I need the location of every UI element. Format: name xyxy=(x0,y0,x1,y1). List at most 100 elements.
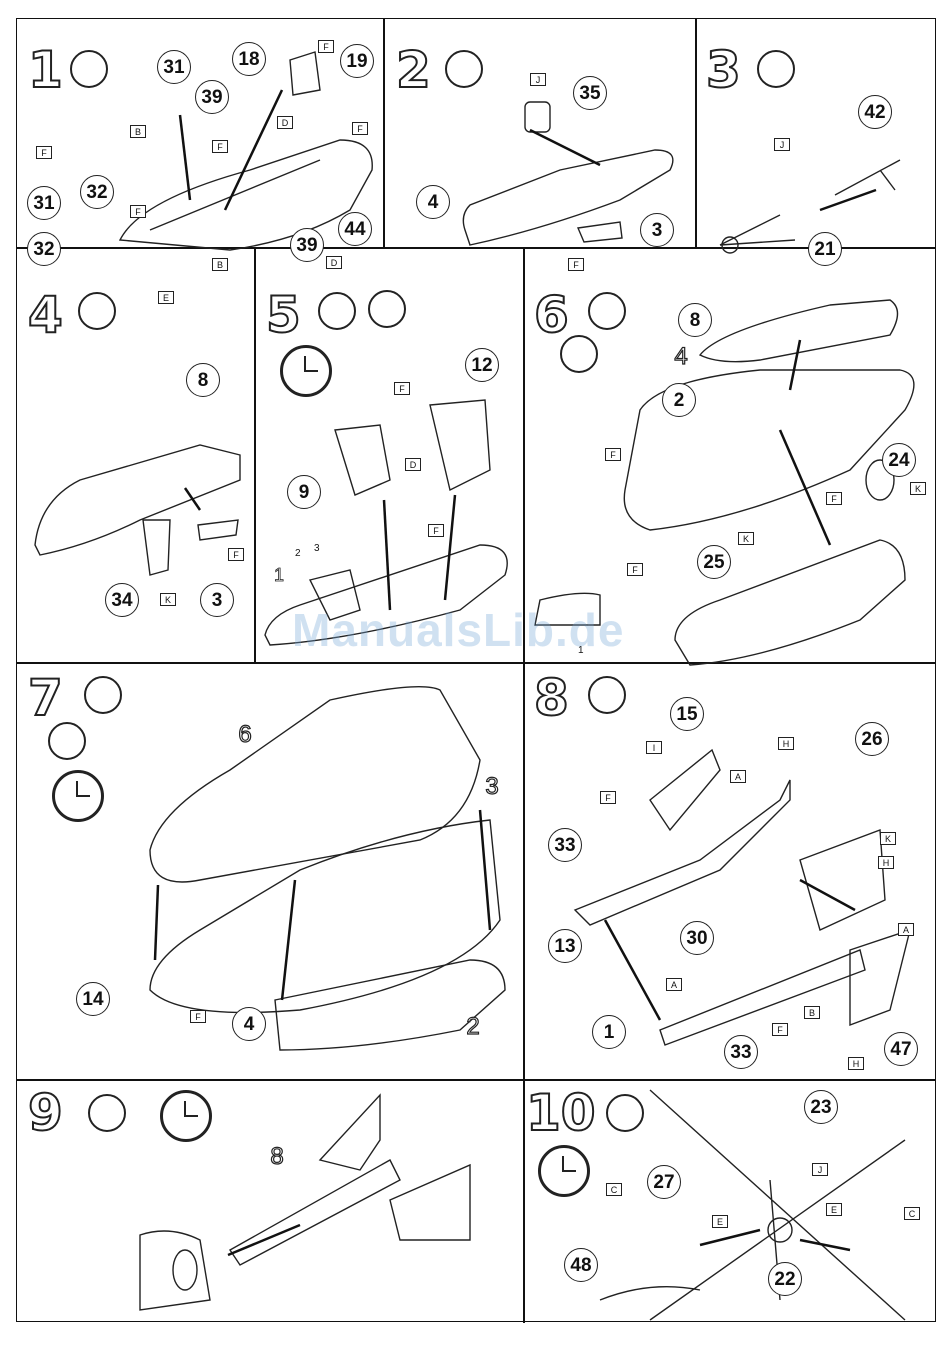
part-callout: 12 xyxy=(465,348,499,382)
tail-boom-9 xyxy=(230,1160,400,1265)
part-callout: 33 xyxy=(724,1035,758,1069)
part-callout: 18 xyxy=(232,42,266,76)
step-number: 2 xyxy=(396,45,431,95)
glue-icon xyxy=(70,50,108,88)
step-number: 10 xyxy=(526,1088,596,1138)
step-number: 9 xyxy=(28,1088,63,1138)
flag: F xyxy=(190,1010,206,1023)
part-label: 3 xyxy=(314,543,320,554)
flag: K xyxy=(738,532,754,545)
part-callout: 32 xyxy=(80,175,114,209)
part-callout: 1 xyxy=(592,1015,626,1049)
glue-icon xyxy=(606,1094,644,1132)
step-number: 8 xyxy=(534,673,569,723)
part-label: 1 xyxy=(274,565,284,586)
part-callout: 23 xyxy=(804,1090,838,1124)
flag: F xyxy=(600,791,616,804)
flag: H xyxy=(878,856,894,869)
flag: F xyxy=(627,563,643,576)
drying-clock-icon xyxy=(160,1090,212,1142)
part-callout: 9 xyxy=(287,475,321,509)
part-callout: 44 xyxy=(338,212,372,246)
cabin-assembly xyxy=(150,687,480,882)
fuselage-assembled xyxy=(150,820,500,1013)
flag: F xyxy=(228,548,244,561)
part-label: 2 xyxy=(295,548,301,559)
part-callout: 19 xyxy=(340,44,374,78)
paint-icon xyxy=(368,290,406,328)
part-callout: 33 xyxy=(548,828,582,862)
flag: H xyxy=(848,1057,864,1070)
part-callout: 8 xyxy=(260,1140,294,1174)
glue-icon xyxy=(318,292,356,330)
part-callout: 39 xyxy=(290,228,324,262)
part-callout: 48 xyxy=(564,1248,598,1282)
flag: F xyxy=(352,122,368,135)
step-number: 3 xyxy=(706,45,741,95)
glue-icon xyxy=(78,292,116,330)
flag: K xyxy=(160,593,176,606)
flag: C xyxy=(904,1207,920,1220)
drying-clock-icon xyxy=(280,345,332,397)
flag: B xyxy=(130,125,146,138)
flag: A xyxy=(730,770,746,783)
flag: J xyxy=(812,1163,828,1176)
part-callout: 15 xyxy=(670,697,704,731)
flag: A xyxy=(666,978,682,991)
step-number: 6 xyxy=(534,290,569,340)
flag: F xyxy=(772,1023,788,1036)
flag: F xyxy=(428,524,444,537)
flag: F xyxy=(36,146,52,159)
flag: F xyxy=(605,448,621,461)
glue-icon xyxy=(588,676,626,714)
part-callout: 27 xyxy=(647,1165,681,1199)
watermark: ManualsLib.de xyxy=(292,603,624,657)
flag: E xyxy=(826,1203,842,1216)
glue-icon xyxy=(445,50,483,88)
flag: F xyxy=(212,140,228,153)
glue-icon xyxy=(88,1094,126,1132)
glue-icon xyxy=(757,50,795,88)
paint-icon xyxy=(48,722,86,760)
flag: F xyxy=(568,258,584,271)
part-callout: 3 xyxy=(475,770,509,804)
flag: F xyxy=(826,492,842,505)
part-callout: 31 xyxy=(27,186,61,220)
part-callout: 2 xyxy=(456,1010,490,1044)
step-number: 5 xyxy=(266,290,301,340)
flag: E xyxy=(712,1215,728,1228)
flag: B xyxy=(212,258,228,271)
step-number: 4 xyxy=(28,290,63,340)
flag: J xyxy=(530,73,546,86)
drying-clock-icon xyxy=(538,1145,590,1197)
flag: D xyxy=(277,116,293,129)
part-callout: 14 xyxy=(76,982,110,1016)
part-callout: 2 xyxy=(662,383,696,417)
part-callout: 31 xyxy=(157,50,191,84)
part-callout: 22 xyxy=(768,1262,802,1296)
paint-icon xyxy=(560,335,598,373)
flag: E xyxy=(158,291,174,304)
flag: K xyxy=(880,832,896,845)
flag: I xyxy=(646,741,662,754)
part-callout: 34 xyxy=(105,583,139,617)
part-callout: 4 xyxy=(664,340,698,374)
flag: H xyxy=(778,737,794,750)
flag: B xyxy=(804,1006,820,1019)
part-callout: 39 xyxy=(195,80,229,114)
part-callout: 6 xyxy=(228,718,262,752)
part-callout: 3 xyxy=(640,213,674,247)
part-callout: 30 xyxy=(680,921,714,955)
fuselage-half-1 xyxy=(120,140,372,250)
flag: D xyxy=(326,256,342,269)
part-callout: 8 xyxy=(186,363,220,397)
part-callout: 26 xyxy=(855,722,889,756)
glue-icon xyxy=(84,676,122,714)
flag: F xyxy=(394,382,410,395)
part-callout: 35 xyxy=(573,76,607,110)
flag: J xyxy=(774,138,790,151)
flag: A xyxy=(898,923,914,936)
part-callout: 3 xyxy=(200,583,234,617)
flag: F xyxy=(130,205,146,218)
